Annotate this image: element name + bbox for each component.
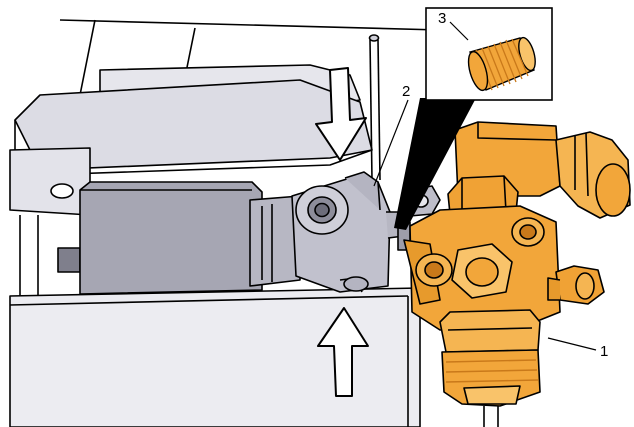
callout-3: 3 — [438, 10, 446, 27]
solenoid-body — [57, 181, 301, 295]
callout-1: 1 — [600, 343, 608, 360]
inset-detail-part-3: 3 — [394, 7, 553, 230]
threaded-nipple-icon — [467, 36, 536, 92]
press-up-arrow-icon — [317, 307, 369, 397]
press-down-arrow-icon — [315, 67, 367, 161]
valve-block-part-2 — [291, 171, 411, 293]
callout-2: 2 — [402, 83, 410, 100]
brass-valve-part-1 — [403, 121, 631, 427]
machine-housing — [9, 19, 441, 427]
callout-leaders — [373, 99, 597, 351]
